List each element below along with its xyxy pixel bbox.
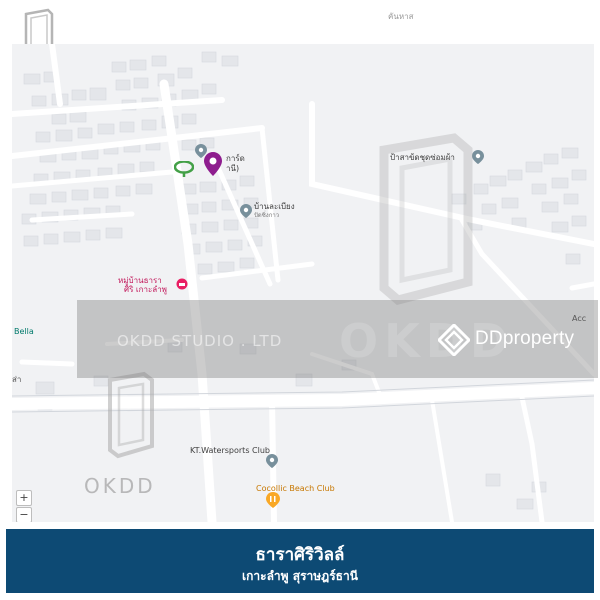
gray-place-pin-icon (195, 144, 207, 158)
village-sub-label: ศิริ เกาะลำพู (124, 285, 167, 294)
watermark-band: OKDD STUDIO . LTD OKDD DDproperty (77, 300, 598, 378)
okdd-band-watermark-text: OKDD (339, 314, 515, 368)
gray-place-pin-icon (266, 454, 278, 468)
kt-watersports-label: KT.Watersports Club (190, 446, 270, 455)
coco-club-label: Cocollic Beach Club (256, 484, 335, 493)
pink-lodging-pin-icon (176, 278, 188, 290)
studio-watermark-text: OKDD STUDIO . LTD (117, 332, 283, 350)
village-label: หมู่บ้านธารา (118, 276, 162, 285)
acc-label: Acc (572, 314, 587, 323)
ddproperty-logo-icon (438, 324, 470, 356)
ddproperty-brand-text: DDproperty (475, 328, 575, 349)
location-pin-icon[interactable] (204, 152, 222, 176)
map-place-label: คันหาส (388, 12, 414, 21)
project-location: เกาะลำพู สุราษฎร์ธานี (242, 569, 358, 583)
bella-label: Bella (14, 327, 34, 336)
orange-food-pin-icon (266, 492, 280, 508)
top-strip: คันหาส (0, 0, 600, 44)
zoom-out-button[interactable]: − (16, 507, 32, 522)
garden-label: การ์ด (226, 154, 245, 163)
gray-place-pin-icon (240, 204, 252, 218)
gray-place-pin-icon (472, 150, 484, 164)
okdd-watermark-icon (379, 133, 473, 305)
green-park-pin-icon (174, 161, 194, 177)
baan-pier-sub-label: ปัดซิ่งกาว (254, 212, 280, 219)
zoom-in-button[interactable]: + (16, 490, 32, 506)
garden-sub-label: านี) (226, 164, 240, 173)
baan-pier-label: บ้านละเบียง (254, 202, 295, 211)
map-roads (12, 44, 594, 522)
project-banner: ธาราศิริวิลล์ เกาะลำพู สุราษฎร์ธานี (6, 529, 594, 593)
project-title: ธาราศิริวิลล์ (255, 545, 345, 565)
left-small-label: ส่า (12, 375, 22, 384)
okdd-watermark-text: OKDD (84, 474, 156, 498)
map-canvas[interactable]: การ์ด านี) บ้านละเบียง ปัดซิ่งกาว หมู่บ้… (12, 44, 594, 522)
okdd-watermark-icon (108, 371, 154, 459)
ferry-label: ป้าสาข้ดชุดซ่อมผ้า (390, 153, 455, 162)
